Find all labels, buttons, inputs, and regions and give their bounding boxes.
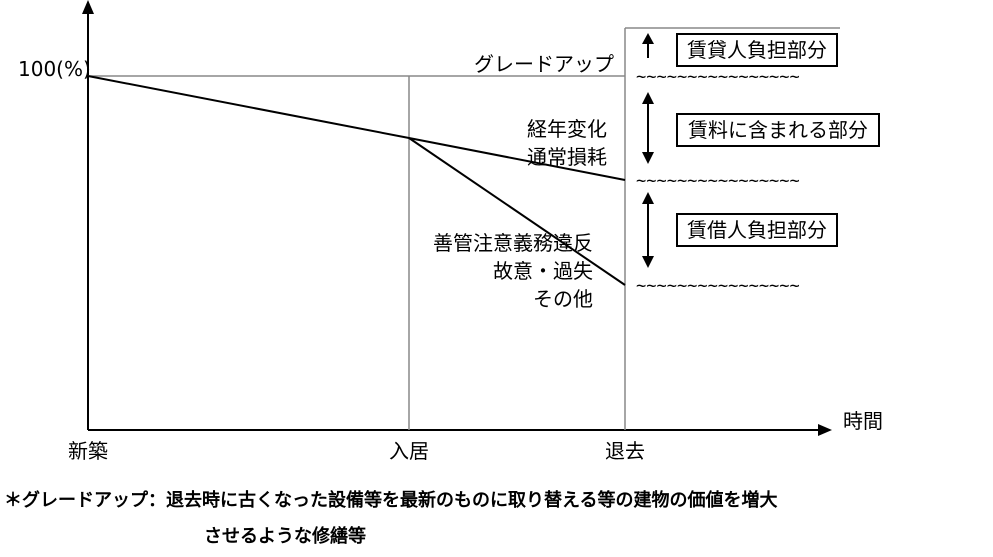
- landlord-box-label: 賃貸人負担部分: [687, 38, 827, 62]
- landlord-up-arrowhead: [642, 33, 654, 44]
- aging-line-1: [87, 75, 410, 139]
- rent-included-box-label: 賃料に含まれる部分: [688, 118, 868, 142]
- grade-up-label: グレードアップ: [474, 52, 614, 76]
- wave-separator-bottom: ~~~~~~~~~~~~~~~~: [636, 276, 800, 296]
- y-tick-100: 100(%): [18, 57, 91, 81]
- negligence-label-2: 故意・過失: [493, 259, 593, 283]
- x-axis-arrow: [818, 424, 832, 436]
- x-axis-label: 時間: [843, 409, 883, 433]
- rent-arrowhead-top: [642, 92, 654, 104]
- tenant-arrowhead-bottom: [642, 256, 654, 268]
- footnote-line-1: ＊グレードアップ：退去時に古くなった設備等を最新のものに取り替える等の建物の価値…: [4, 490, 778, 511]
- rent-arrowhead-bottom: [642, 152, 654, 164]
- aging-line-2: [408, 137, 626, 181]
- aging-label-2: 通常損耗: [527, 145, 607, 169]
- landlord-box: [676, 33, 838, 67]
- x-tick-move-out: 退去: [605, 439, 645, 463]
- tenant-arrowhead-top: [642, 192, 654, 204]
- negligence-label-1: 善管注意義務違反: [433, 231, 593, 255]
- wave-separator-top: ~~~~~~~~~~~~~~~~: [636, 67, 800, 87]
- x-tick-move-in: 入居: [389, 439, 429, 463]
- tenant-box: [676, 213, 838, 247]
- tenant-box-label: 賃借人負担部分: [687, 218, 827, 242]
- y-axis-arrow: [82, 0, 94, 14]
- negligence-line: [408, 137, 626, 286]
- footnote-line-2: させるような修繕等: [204, 526, 366, 547]
- negligence-label-3: その他: [533, 287, 593, 311]
- x-tick-new: 新築: [68, 439, 108, 463]
- rent-included-box: [676, 113, 880, 147]
- aging-label-1: 経年変化: [527, 117, 607, 141]
- wave-separator-middle: ~~~~~~~~~~~~~~~~: [636, 171, 800, 191]
